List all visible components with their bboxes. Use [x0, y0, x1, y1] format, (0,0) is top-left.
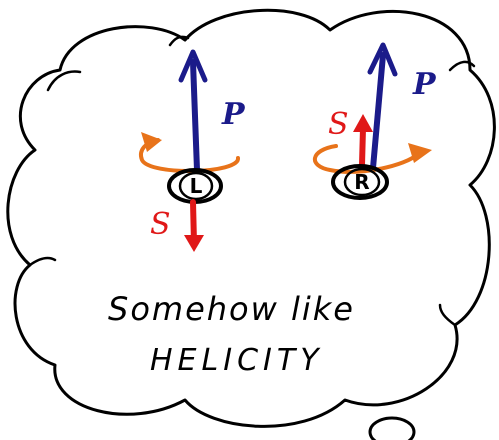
right-rotation-arrow [312, 144, 420, 174]
left-momentum-arrowhead [178, 49, 208, 83]
right-particle-badge [331, 164, 389, 200]
thought-cloud-inner-stroke [448, 60, 476, 72]
left-momentum-arrow [190, 59, 200, 173]
left-spin-arrowhead [184, 235, 204, 252]
right-particle-badge-inner [343, 167, 381, 197]
left-momentum-label: P [221, 97, 246, 132]
caption-line-1: Somehow like [108, 290, 355, 328]
right-particle-badge-label: R [354, 170, 369, 194]
right-rotation-arrowhead [408, 143, 432, 163]
left-rotation-arrowhead [141, 132, 162, 152]
right-spin-arrow [359, 125, 366, 168]
small-thought-bubble [368, 416, 416, 440]
thought-cloud-inner-stroke [438, 303, 457, 327]
left-particle-badge-inner [178, 171, 214, 201]
right-spin-arrowhead [353, 114, 373, 132]
thought-cloud-inner-stroke [28, 256, 57, 267]
right-momentum-arrowhead [367, 42, 398, 77]
right-momentum-label: P [412, 67, 437, 102]
caption-line-2: HELICITY [150, 343, 324, 378]
right-spin-label: S [328, 107, 349, 142]
right-momentum-arrow [370, 52, 386, 171]
thought-cloud-inner-stroke [168, 35, 190, 47]
left-spin-label: S [150, 207, 171, 242]
thought-cloud-inner-stroke [46, 70, 82, 92]
left-particle-badge-label: L [190, 174, 203, 198]
